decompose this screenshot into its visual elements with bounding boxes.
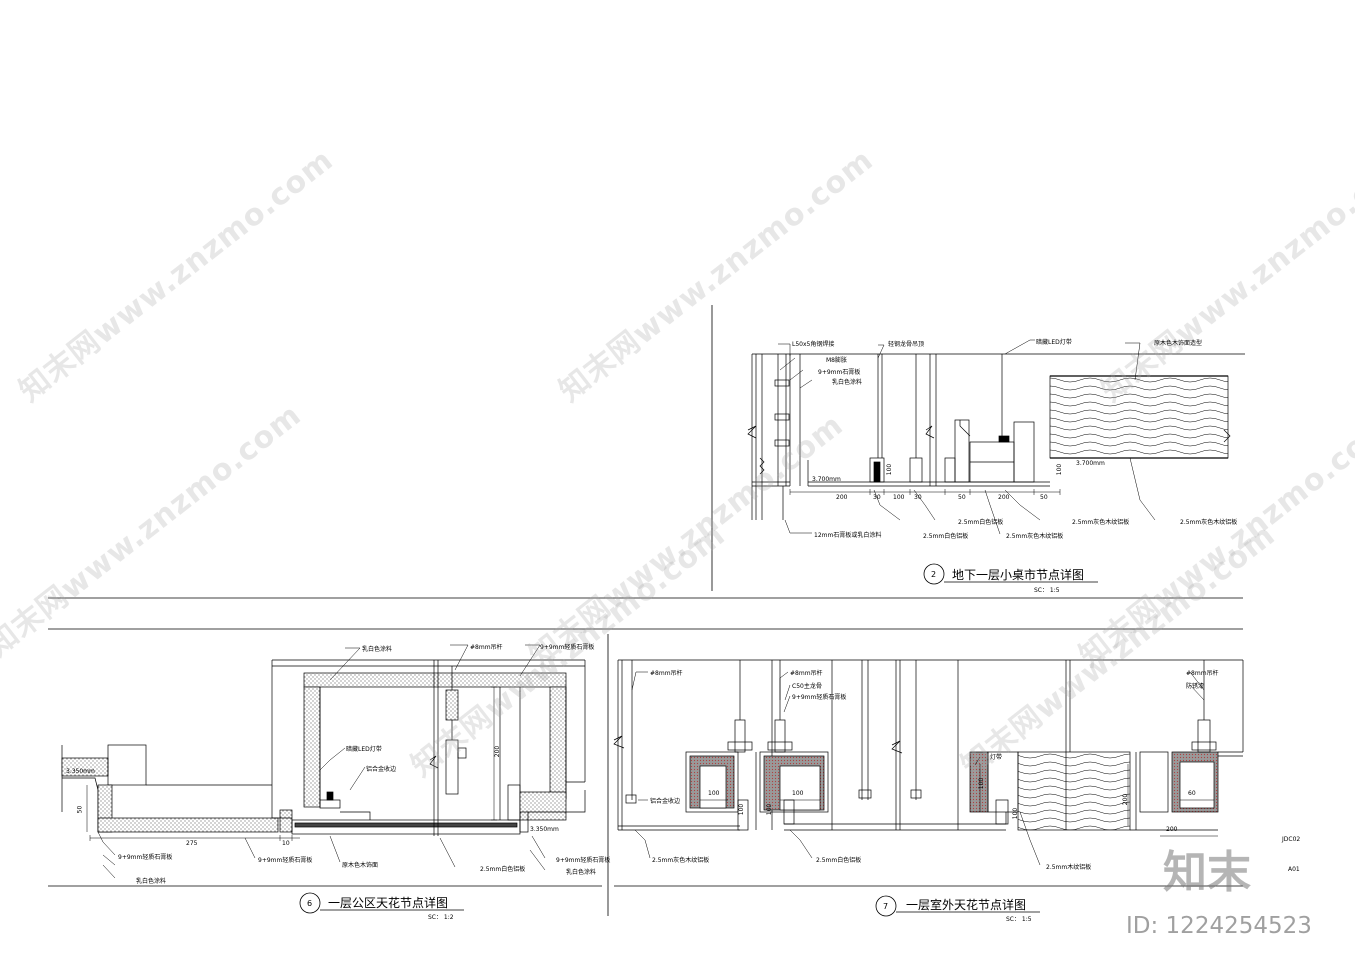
brand-logo: 知末 [1163, 847, 1251, 898]
detail-2-dimensions [789, 489, 1061, 495]
detail-2-elevation: 3.700mm [1076, 460, 1105, 467]
detail-2-note: 2.5mm灰色木纹铝板 [1072, 519, 1130, 526]
detail-6-scale: SC： 1:2 [428, 914, 454, 921]
detail-2-dim: 30 [873, 494, 881, 501]
detail-2-drawing [747, 353, 1245, 520]
detail-7-note: #8mm吊杆 [1186, 670, 1219, 677]
detail-7-note: 2.5mm灰色木纹铝板 [652, 857, 710, 864]
detail-7-dimensions [700, 764, 1218, 837]
detail-2-note: 2.5mm灰色木纹铝板 [1180, 519, 1238, 526]
detail-2-dim: 50 [1040, 494, 1048, 501]
detail-7-note: 灯带 [990, 754, 1003, 761]
detail-7-note: #8mm吊杆 [650, 670, 683, 677]
detail-2-dim: 200 [836, 494, 848, 501]
detail-7-dim: 100 [1012, 807, 1020, 820]
detail-2-leaders [778, 339, 1156, 535]
detail-2-number: 2 [931, 570, 937, 579]
detail-7-title: 一层室外天花节点详图 [906, 898, 1027, 912]
detail-6-note: 暗藏LED灯带 [346, 746, 382, 753]
detail-2-title: 地下一层小桌市节点详图 [952, 568, 1085, 582]
detail-2-elevation: 3.700mm [812, 476, 841, 483]
detail-7-dim: 100 [708, 790, 720, 797]
detail-7-note: C50主龙骨 [792, 683, 822, 690]
detail-6-note: #8mm吊杆 [470, 644, 503, 651]
detail-6-note: 乳白色涂料 [136, 878, 167, 885]
detail-2-note: 2.5mm白色铝板 [958, 519, 1004, 526]
frame-lines [48, 305, 1243, 916]
detail-6-note: 铝合金收边 [366, 766, 397, 773]
detail-6-note: 原木色木饰面 [342, 862, 379, 869]
drawing-code: JDC02 [1282, 836, 1301, 843]
sheet-code: A01 [1288, 866, 1300, 873]
detail-6-dim: 10 [282, 840, 290, 847]
detail-7-note: 9+9mm轻质石膏板 [792, 694, 847, 701]
detail-2-note: L50x5角钢焊接 [792, 341, 835, 348]
detail-2-dim: 100 [1056, 463, 1064, 476]
detail-6-note: 9+9mm轻质石膏板 [540, 644, 595, 651]
detail-2-note: 原木色木饰面造型 [1154, 340, 1203, 347]
detail-2-note: 2.5mm灰色木纹铝板 [1006, 533, 1064, 540]
detail-2-scale: SC： 1:5 [1034, 587, 1060, 594]
detail-7-drawing [613, 659, 1244, 831]
detail-7-dim: 200 [1166, 826, 1178, 833]
detail-7-dim: 200 [1122, 793, 1130, 806]
detail-2-dim: 50 [958, 494, 966, 501]
detail-7-note: 2.5mm木纹铝板 [1046, 864, 1092, 871]
detail-6-number: 6 [307, 899, 313, 908]
detail-6-elevation: 3.350mm [66, 768, 95, 775]
image-id: ID: 1224254523 [1126, 913, 1312, 939]
detail-2-dim: 100 [893, 494, 905, 501]
detail-7-dim: 100 [978, 777, 986, 790]
detail-7-number-circle [875, 895, 897, 917]
detail-2-note: 12mm石膏板或乳白涂料 [814, 532, 882, 539]
detail-2-note: 2.5mm白色铝板 [923, 533, 969, 540]
detail-6-note: 9+9mm轻质石膏板 [556, 857, 611, 864]
detail-6-note: 乳白色涂料 [566, 869, 597, 876]
detail-2-note: 轻钢龙骨吊顶 [888, 341, 925, 348]
detail-7-dim: 60 [1188, 790, 1196, 797]
detail-6-note: 2.5mm白色铝板 [480, 866, 526, 873]
detail-7-number: 7 [883, 902, 889, 911]
detail-6-dim: 200 [494, 745, 502, 758]
detail-6-dim: 50 [76, 805, 84, 814]
detail-6-note: 9+9mm轻质石膏板 [118, 854, 173, 861]
detail-6-elevation: 3.350mm [530, 826, 559, 833]
detail-6-note: 9+9mm轻质石膏板 [258, 857, 313, 864]
detail-2-note: 乳白色涂料 [832, 379, 863, 386]
detail-7-note: 2.5mm白色铝板 [816, 857, 862, 864]
detail-7-note: 防锈漆 [1186, 683, 1205, 690]
detail-2-number-circle [923, 563, 945, 585]
detail-2-note: 暗藏LED灯带 [1036, 339, 1072, 346]
detail-7-note: 铝合金收边 [650, 798, 681, 805]
detail-6-number-circle [299, 892, 321, 914]
detail-6-dim: 275 [186, 840, 198, 847]
detail-2-note: M8膨胀 [826, 357, 847, 364]
detail-6-dimensions [86, 686, 497, 841]
detail-6-leaders [97, 644, 546, 879]
detail-6-title: 一层公区天花节点详图 [328, 896, 449, 910]
detail-7-scale: SC： 1:5 [1006, 916, 1032, 923]
detail-2-dim: 200 [998, 494, 1010, 501]
detail-6-drawing [61, 659, 586, 836]
detail-7-leaders [631, 671, 1205, 866]
detail-7-note: #8mm吊杆 [790, 670, 823, 677]
detail-2-note: 9+9mm石膏板 [818, 369, 861, 376]
detail-7-dim: 100 [738, 803, 746, 816]
detail-2-dim: 30 [914, 494, 922, 501]
detail-7-dim: 100 [766, 803, 774, 816]
detail-6-note: 乳白色涂料 [362, 646, 393, 653]
detail-7-dim: 100 [792, 790, 804, 797]
detail-2-dim: 100 [886, 463, 894, 476]
